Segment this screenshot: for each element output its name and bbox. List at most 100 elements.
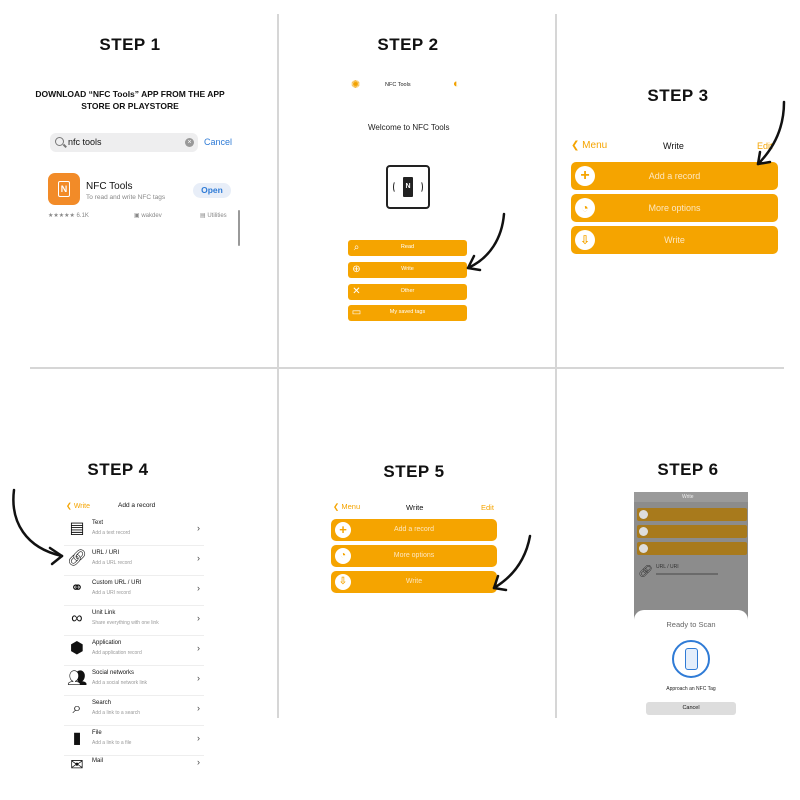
options-icon: ◔ — [335, 548, 351, 564]
box-icon: ⬢ — [70, 640, 84, 657]
nfc-logo-icon: N — [386, 165, 430, 209]
saved-tags-button[interactable]: ▭ My saved tags — [348, 305, 467, 321]
ready-to-scan-title: Ready to Scan — [666, 620, 716, 629]
record-unit-link[interactable]: ∞ Unit Link Share everything with one li… — [64, 606, 204, 636]
download-icon: ⇩ — [335, 574, 351, 590]
step-1-title: STEP 1 — [99, 35, 161, 54]
divider-vertical-right — [555, 14, 557, 718]
phone-screenshot: Write 🔗︎ URL / URI Ready to Scan Approac… — [634, 492, 748, 726]
record-application[interactable]: ⬢ Application Add application record › — [64, 636, 204, 666]
step-5-title: STEP 5 — [383, 462, 445, 481]
record-file[interactable]: ▮ File Add a link to a file › — [64, 726, 204, 756]
nfc-tools-app-icon[interactable]: N — [48, 173, 80, 205]
step-6-title: STEP 6 — [657, 460, 719, 479]
search-value: nfc tools — [68, 137, 102, 147]
divider-vertical-left — [277, 14, 279, 718]
nav-title: Write — [406, 503, 424, 512]
chevron-right-icon: › — [197, 523, 200, 533]
infinity-icon: ∞ — [71, 610, 83, 627]
url-record-label: URL / URI — [656, 564, 679, 570]
plus-icon: + — [335, 522, 351, 538]
settings-icon[interactable]: ✺ — [351, 79, 361, 91]
add-record-button[interactable]: + Add a record — [331, 519, 497, 541]
record-search[interactable]: ⌕ Search Add a link to a search › — [64, 696, 204, 726]
chevron-right-icon: › — [197, 733, 200, 743]
chevron-right-icon: › — [197, 583, 200, 593]
nav-title: Add a record — [118, 502, 156, 509]
chevron-right-icon: › — [197, 673, 200, 683]
ready-to-scan-sheet: Ready to Scan Approach an NFC Tag Cancel — [634, 610, 748, 726]
write-button-step5[interactable]: ⇩ Write — [331, 571, 497, 593]
menu-back-button[interactable]: ❮ Menu — [333, 502, 361, 511]
cancel-button[interactable]: Cancel — [204, 137, 233, 147]
nav-title: Write — [682, 494, 694, 500]
app-rating: ★★★★★ 6.1K — [48, 213, 89, 219]
clear-icon[interactable]: × — [185, 138, 194, 147]
search-icon: ⌕ — [72, 700, 82, 717]
chevron-right-icon: › — [197, 643, 200, 653]
plus-icon: + — [575, 166, 595, 186]
url-record-value — [656, 573, 718, 575]
nav-title: Write — [663, 141, 684, 151]
write-button[interactable]: ⊕ Write — [348, 262, 467, 278]
help-icon[interactable]: ◐ — [453, 78, 460, 90]
record-social[interactable]: 👥︎ Social networks Add a social network … — [64, 666, 204, 696]
app-name: NFC Tools — [86, 181, 133, 192]
write-icon: ⊕ — [352, 264, 361, 275]
link-icon: 🔗︎ — [67, 550, 88, 567]
write-button-step3[interactable]: ⇩ Write — [571, 226, 778, 254]
step-3-title: STEP 3 — [647, 86, 709, 105]
menu-back-button[interactable]: ❮ Menu — [571, 140, 608, 151]
people-icon: 👥︎ — [67, 670, 88, 687]
edit-button[interactable]: Edit — [481, 503, 494, 512]
arrow-to-write-icon — [466, 212, 506, 272]
read-icon: ⌕ — [353, 242, 360, 253]
step-1-instruction: DOWNLOAD “NFC Tools” APP FROM THE APP ST… — [35, 89, 225, 111]
approach-text: Approach an NFC Tag — [666, 686, 716, 692]
more-options-button[interactable]: ◔ More options — [331, 545, 497, 567]
write-back-button[interactable]: ❮ Write — [66, 503, 91, 510]
search-input[interactable]: nfc tools × — [50, 133, 198, 152]
record-mail[interactable]: ✉ Mail › — [64, 756, 204, 770]
add-record-button[interactable]: + Add a record — [571, 162, 778, 190]
custom-link-icon: ⚭ — [70, 580, 84, 597]
scrollbar[interactable] — [238, 210, 240, 246]
more-options-button[interactable]: ◔ More options — [571, 194, 778, 222]
step-4-title: STEP 4 — [87, 460, 149, 479]
download-icon: ⇩ — [575, 230, 595, 250]
app-category: ▤ Utilities — [200, 213, 227, 219]
read-button[interactable]: ⌕ Read — [348, 240, 467, 256]
step-2-title: STEP 2 — [377, 35, 439, 54]
phone-scan-icon — [672, 640, 710, 678]
more-options-button-dimmed — [637, 525, 747, 538]
app-title: NFC Tools — [385, 82, 411, 88]
search-icon — [55, 137, 64, 146]
divider-horizontal — [30, 367, 784, 369]
add-record-button-dimmed — [637, 508, 747, 521]
welcome-text: Welcome to NFC Tools — [368, 123, 450, 132]
mail-icon: ✉ — [70, 757, 84, 770]
arrow-to-write-button — [492, 534, 532, 592]
arrow-to-url-record — [12, 488, 64, 566]
open-button[interactable]: Open — [193, 183, 231, 198]
options-icon: ◔ — [575, 198, 595, 218]
link-icon: 🔗︎ — [638, 564, 654, 578]
record-text[interactable]: ▤ Text Add a text record › — [64, 516, 204, 546]
chevron-right-icon: › — [197, 757, 200, 767]
cancel-button[interactable]: Cancel — [646, 702, 736, 715]
tools-icon: ✕ — [352, 286, 361, 297]
chevron-right-icon: › — [197, 703, 200, 713]
app-description: To read and write NFC tags — [86, 194, 166, 201]
nav-bar: Write — [634, 492, 748, 502]
folder-icon: ▭ — [351, 307, 362, 318]
arrow-to-add-record — [756, 100, 786, 166]
chevron-right-icon: › — [197, 613, 200, 623]
other-button[interactable]: ✕ Other — [348, 284, 467, 300]
document-icon: ▤ — [69, 520, 85, 537]
record-url[interactable]: 🔗︎ URL / URI Add a URL record › — [64, 546, 204, 576]
record-custom-url[interactable]: ⚭ Custom URL / URI Add a URI record › — [64, 576, 204, 606]
write-button-dimmed — [637, 542, 747, 555]
edit-button[interactable]: Edit — [757, 141, 773, 151]
file-icon: ▮ — [72, 730, 82, 747]
app-developer: ▣ wakdev — [134, 213, 162, 219]
